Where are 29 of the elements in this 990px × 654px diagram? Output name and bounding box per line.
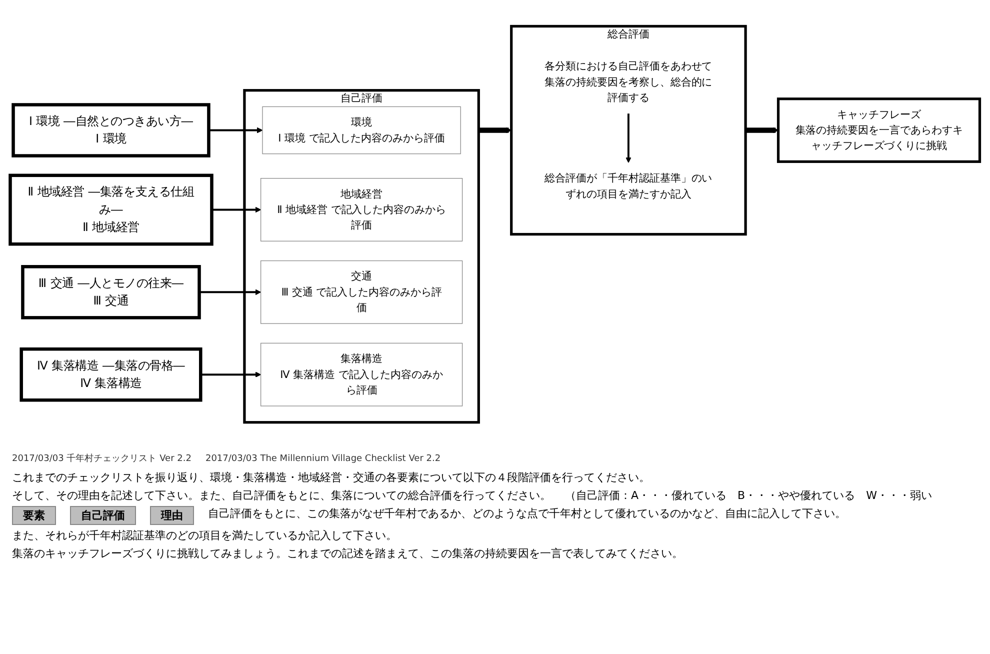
instruction-text: 集落のキャッチフレーズづくりに挑戦してみましょう。これまでの記述を踏まえて、この集落の持続要因を一言で表してみてください。 <box>12 546 683 561</box>
instruction-text: 自己評価をもとに、この集落がなぜ千年村であるか、どのような点で千年村として優れているのかなど、自由に記入して下さい。 <box>208 506 846 521</box>
table-row: 集落構造 Ⅳ 集落構造 で記入した内容のみから評価 <box>260 342 463 406</box>
category-box: Ⅲ 交通 ―人とモノの往来― Ⅲ 交通 <box>21 264 201 320</box>
instruction-text: また、それらが千年村認証基準のどの項目を満たしているか記入して下さい。 <box>12 528 397 543</box>
arrow <box>746 127 779 133</box>
table-row: 環境 Ⅰ 環境 で記入した内容のみから評価 <box>262 106 461 154</box>
step-label: 総合評価が「千年村認証基準」のいずれの項目を満たすか記入 <box>544 172 712 200</box>
table-row: 交通 Ⅲ 交通 で記入した内容のみから評価 <box>260 260 463 324</box>
table-row: 地域経営 Ⅱ 地域経営 で記入した内容のみから評価 <box>260 178 463 242</box>
arrow <box>212 206 262 212</box>
page-header-text: 2017/03/03 The Millennium Village Checklist Ver 2.2 <box>205 453 441 466</box>
category-box: Ⅰ 環境 ―自然とのつきあい方― Ⅰ 環境 <box>12 102 210 158</box>
category-box: Ⅱ 地域経営 ―集落を支える仕組み― Ⅱ 地域経営 <box>8 173 214 246</box>
arrow <box>478 127 512 133</box>
rating-key-text: （自己評価：A・・・優れている B・・・やや優れている W・・・弱い <box>565 488 932 503</box>
instruction-text: これまでのチェックリストを振り返り、環境・集落構造・地域経営・交通の各要素について以下の４段階評価を行ってください。 <box>12 470 650 485</box>
table-header-cell: 自己評価 <box>70 506 136 525</box>
step-label: 各分類における自己評価をあわせて集落の持続要因を考察し、総合的に評価する <box>544 60 712 104</box>
table-header-cell: 要素 <box>12 506 56 525</box>
category-box: Ⅳ 集落構造 ―集落の骨格― Ⅳ 集落構造 <box>20 347 202 402</box>
table-header-cell: 理由 <box>150 506 194 525</box>
arrow <box>208 127 263 133</box>
arrow <box>200 371 262 378</box>
frame-box: キャッチフレーズ 集落の持続要因を一言であらわすキャッチフレーズづくりに挑戦 <box>776 97 982 163</box>
page-header-text: 2017/03/03 千年村チェックリスト Ver 2.2 <box>12 452 192 466</box>
instruction-text: そして、その理由を記述して下さい。また、自己評価をもとに、集落についての総合評価を行ってください。 <box>12 488 551 503</box>
arrow <box>199 288 262 295</box>
arrow <box>626 113 632 163</box>
